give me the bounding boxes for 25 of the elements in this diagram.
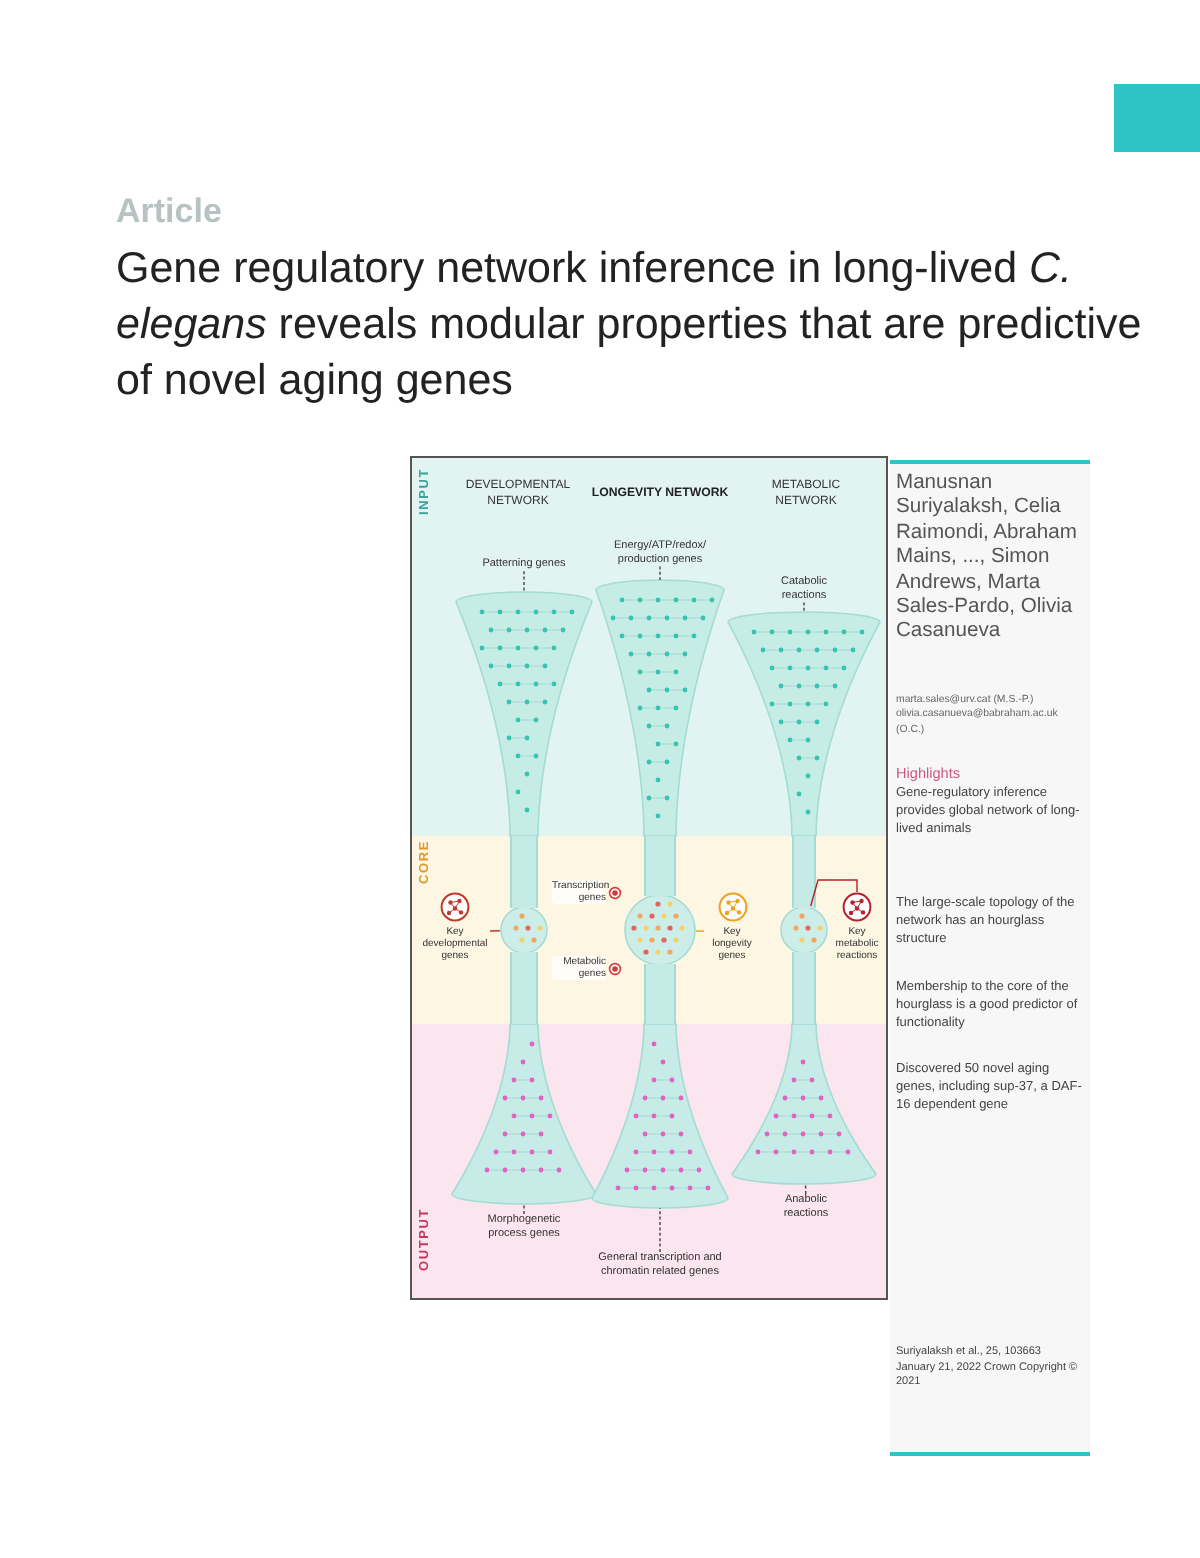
hourglass-top-cone [728, 612, 880, 836]
connector-line [810, 879, 858, 907]
hourglass-bottom-cone [592, 1024, 728, 1208]
leader-line [659, 1207, 661, 1253]
hourglass-bottom-cone [452, 1024, 596, 1204]
icon-callout [552, 880, 622, 904]
band [412, 458, 886, 836]
hourglass-top-cone [456, 592, 592, 836]
article-title: Gene regulatory network inference in long-lived C. elegans reveals modular properties that are predictive of novel aging genes [116, 242, 1144, 408]
icon-callout [552, 956, 622, 980]
hourglass-core-sphere [780, 906, 828, 954]
author-list: Manusnan Suriyalaksh, Celia Raimondi, Abraham Mains, ..., Simon Andrews, Marta Sales-Pardo, Olivia Casanueva [896, 472, 1088, 646]
connector-line [695, 930, 705, 932]
hourglass-bottom-cone [732, 1024, 876, 1184]
leader-line [659, 565, 661, 581]
leader-line [803, 601, 805, 613]
band [412, 1024, 886, 1298]
connector-line [489, 930, 501, 932]
leader-line [523, 570, 525, 593]
hourglass-core-sphere [500, 906, 548, 954]
hourglass-core-sphere [624, 894, 696, 966]
article-type-label: Article [116, 190, 224, 233]
leader-line [523, 1203, 525, 1215]
hourglass-top-cone [596, 580, 724, 836]
leader-line [804, 1183, 807, 1195]
